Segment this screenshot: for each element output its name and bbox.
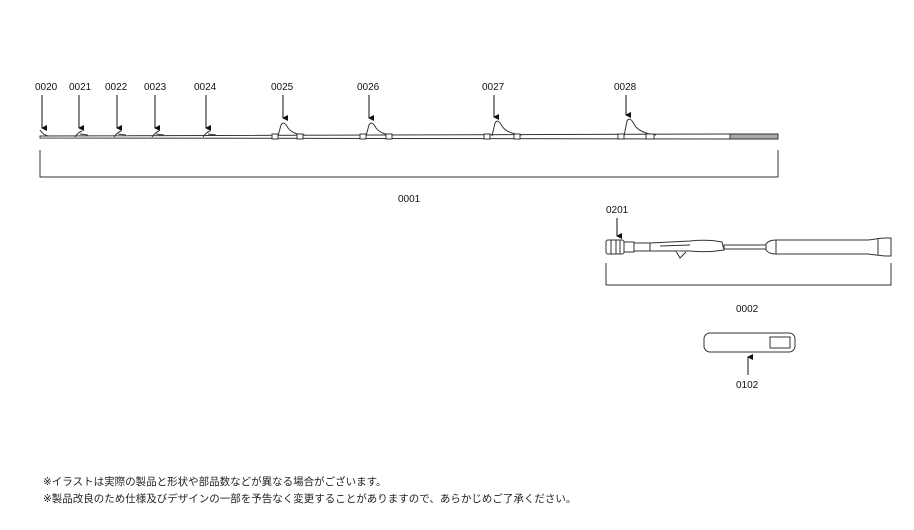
label-0025: 0025 [271, 82, 294, 93]
butt-cap-0201 [605, 239, 625, 255]
label-0102: 0102 [736, 380, 759, 391]
guide-0024 [202, 130, 217, 138]
small-guides [74, 130, 217, 138]
label-0002: 0002 [736, 304, 759, 315]
label-0023: 0023 [144, 82, 167, 93]
guide-0023 [151, 130, 165, 138]
handle-section-0002 [605, 237, 892, 259]
label-0020: 0020 [35, 82, 58, 93]
rod-case-0102 [703, 332, 796, 353]
guide-0028 [617, 118, 657, 140]
guide-0021 [74, 130, 89, 138]
bracket-0001 [39, 150, 779, 178]
bracket-0002 [605, 263, 892, 286]
disclaimer-note-1: ※イラストは実際の製品と形状や部品数などが異なる場合がございます。 [43, 476, 387, 488]
butt-end-section [729, 133, 779, 140]
label-0021: 0021 [69, 82, 92, 93]
guide-0025 [271, 122, 306, 140]
label-0022: 0022 [105, 82, 128, 93]
label-0201: 0201 [606, 205, 629, 216]
guide-0022 [113, 130, 127, 138]
label-0024: 0024 [194, 82, 217, 93]
fore-grip [765, 237, 892, 257]
label-0027: 0027 [482, 82, 505, 93]
disclaimer-note-2: ※製品改良のため仕様及びデザインの一部を予告なく変更することがありますので、あら… [43, 493, 577, 505]
guide-0027 [483, 120, 523, 140]
tip-section-0001 [39, 129, 779, 140]
label-0028: 0028 [614, 82, 637, 93]
reel-seat [649, 239, 725, 253]
large-guides [271, 118, 657, 140]
guide-0026 [359, 122, 394, 140]
label-0026: 0026 [357, 82, 380, 93]
callout-arrows-top [41, 95, 631, 131]
trigger [675, 250, 687, 259]
label-0001: 0001 [398, 194, 421, 205]
